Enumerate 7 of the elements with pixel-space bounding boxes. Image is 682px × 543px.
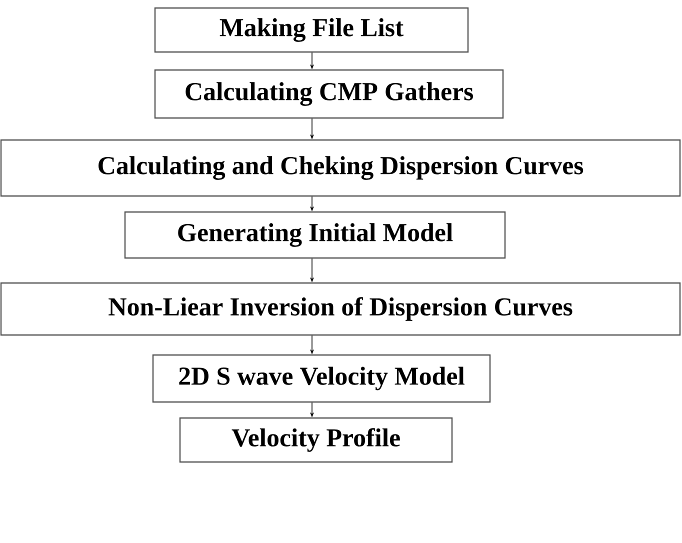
process-box: Calculating and Cheking Dispersion Curves: [0, 139, 681, 197]
process-box: Non-Liear Inversion of Dispersion Curves: [0, 282, 681, 336]
process-box: Making File List: [154, 7, 469, 53]
process-box: Generating Initial Model: [124, 211, 506, 259]
process-box: Velocity Profile: [179, 417, 453, 463]
process-box: Calculating CMP Gathers: [154, 69, 504, 119]
process-box: 2D S wave Velocity Model: [152, 354, 491, 403]
